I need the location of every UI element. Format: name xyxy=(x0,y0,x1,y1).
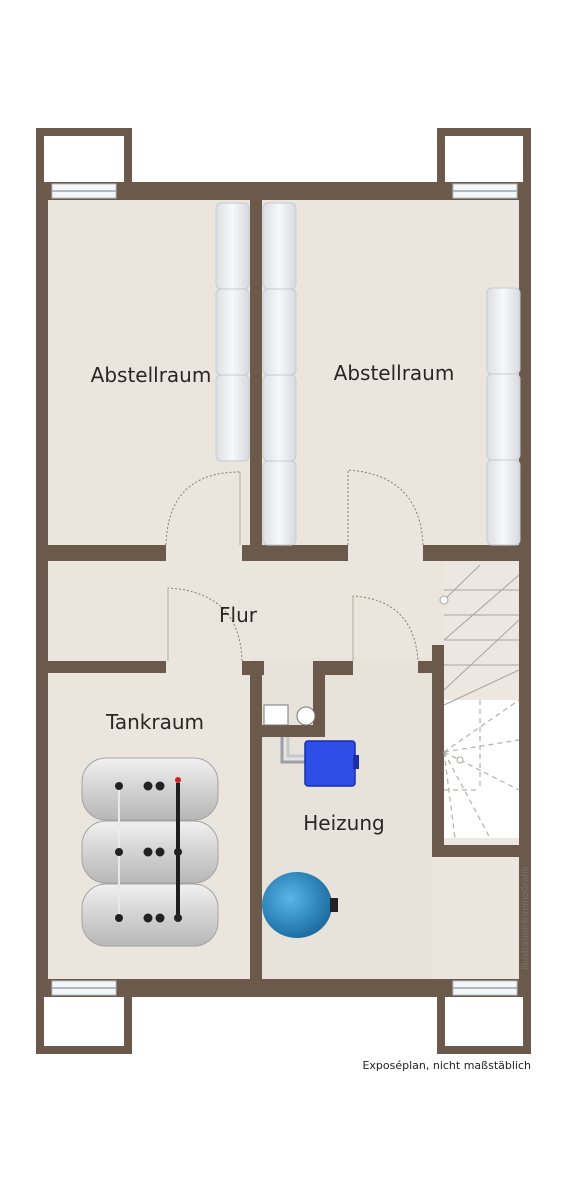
boiler-icon xyxy=(304,740,356,787)
room-label-storage-right: Abstellraum xyxy=(334,361,455,385)
light-wells xyxy=(36,128,531,1054)
oil-tanks xyxy=(81,757,219,947)
door-swings xyxy=(165,469,424,662)
exterior-walls xyxy=(36,182,531,997)
footer-note: Exposéplan, nicht maßstäblich xyxy=(362,1059,531,1072)
room-label-tank-room: Tankraum xyxy=(105,710,204,734)
expansion-tank-icon xyxy=(262,872,332,938)
heating-equipment xyxy=(262,704,359,938)
room-label-hallway: Flur xyxy=(219,603,258,627)
storage-shelves xyxy=(215,202,521,546)
room-label-storage-left: Abstellraum xyxy=(91,363,212,387)
room-label-heating: Heizung xyxy=(303,811,384,835)
illustration-credit: Illustration©immoGrafik xyxy=(521,866,531,970)
interior-walls xyxy=(44,198,523,981)
windows xyxy=(51,183,518,996)
staircase xyxy=(439,564,520,845)
